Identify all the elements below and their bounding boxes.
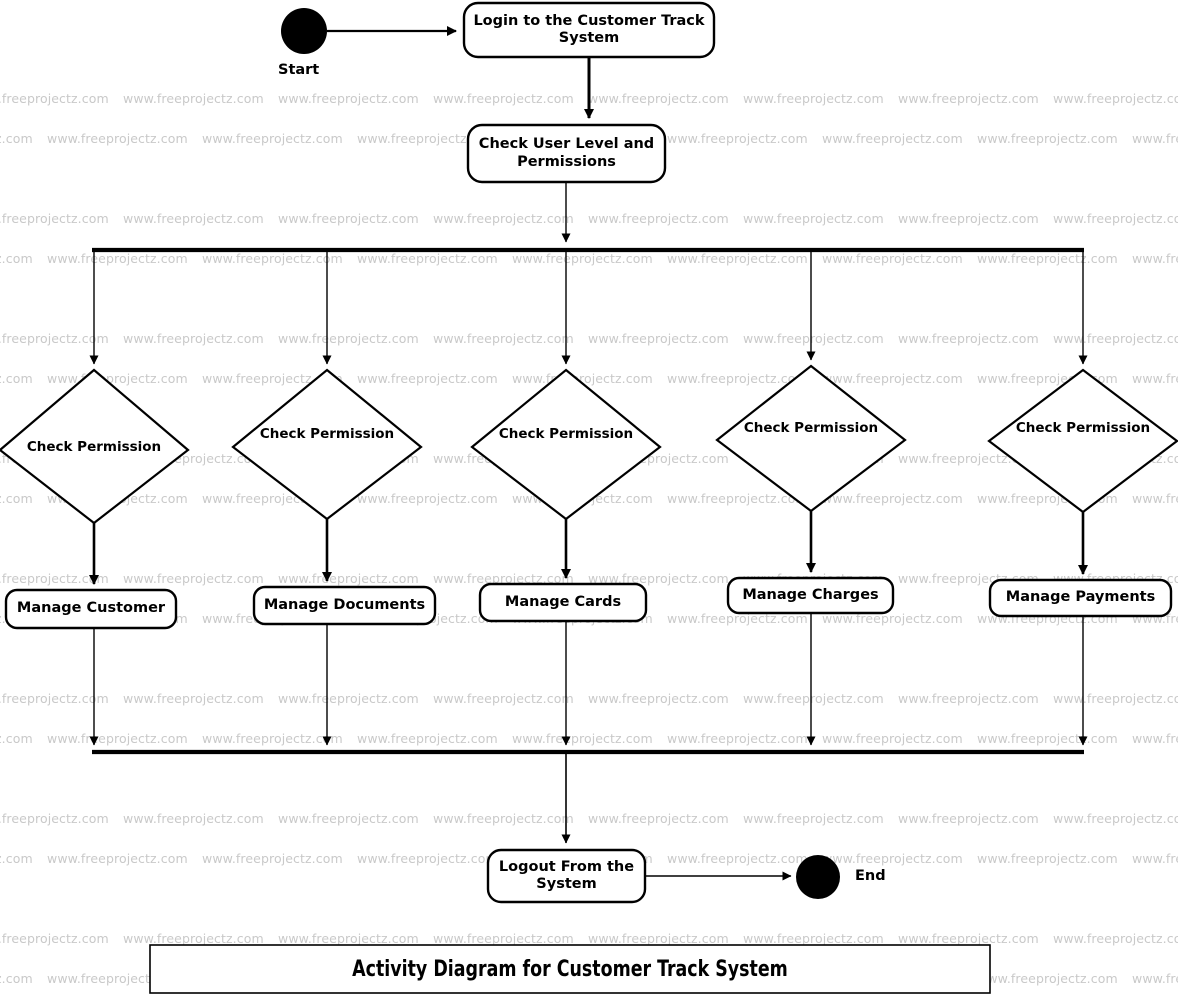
label-logout-action: Logout From the System: [498, 858, 635, 892]
label-decision-3: Check Permission: [498, 426, 634, 443]
label-manage-cards: Manage Cards: [504, 593, 622, 610]
label-login-action: Login to the Customer Track System: [473, 12, 705, 46]
label-check-user-action: Check User Level and Permissions: [478, 136, 655, 170]
diagram-title: Activity Diagram for Customer Track Syst…: [352, 956, 788, 982]
label-manage-charges: Manage Charges: [742, 586, 879, 603]
label-decision-5: Check Permission: [1015, 420, 1151, 437]
label-manage-documents: Manage Documents: [263, 596, 426, 613]
label-decision-1: Check Permission: [26, 439, 162, 456]
label-manage-payments: Manage Payments: [1005, 589, 1156, 606]
label-decision-4: Check Permission: [743, 420, 879, 437]
label-manage-customer: Manage Customer: [16, 600, 166, 617]
label-end-node: End: [855, 868, 886, 884]
label-decision-2: Check Permission: [259, 426, 395, 443]
label-start-node: Start: [278, 62, 320, 78]
